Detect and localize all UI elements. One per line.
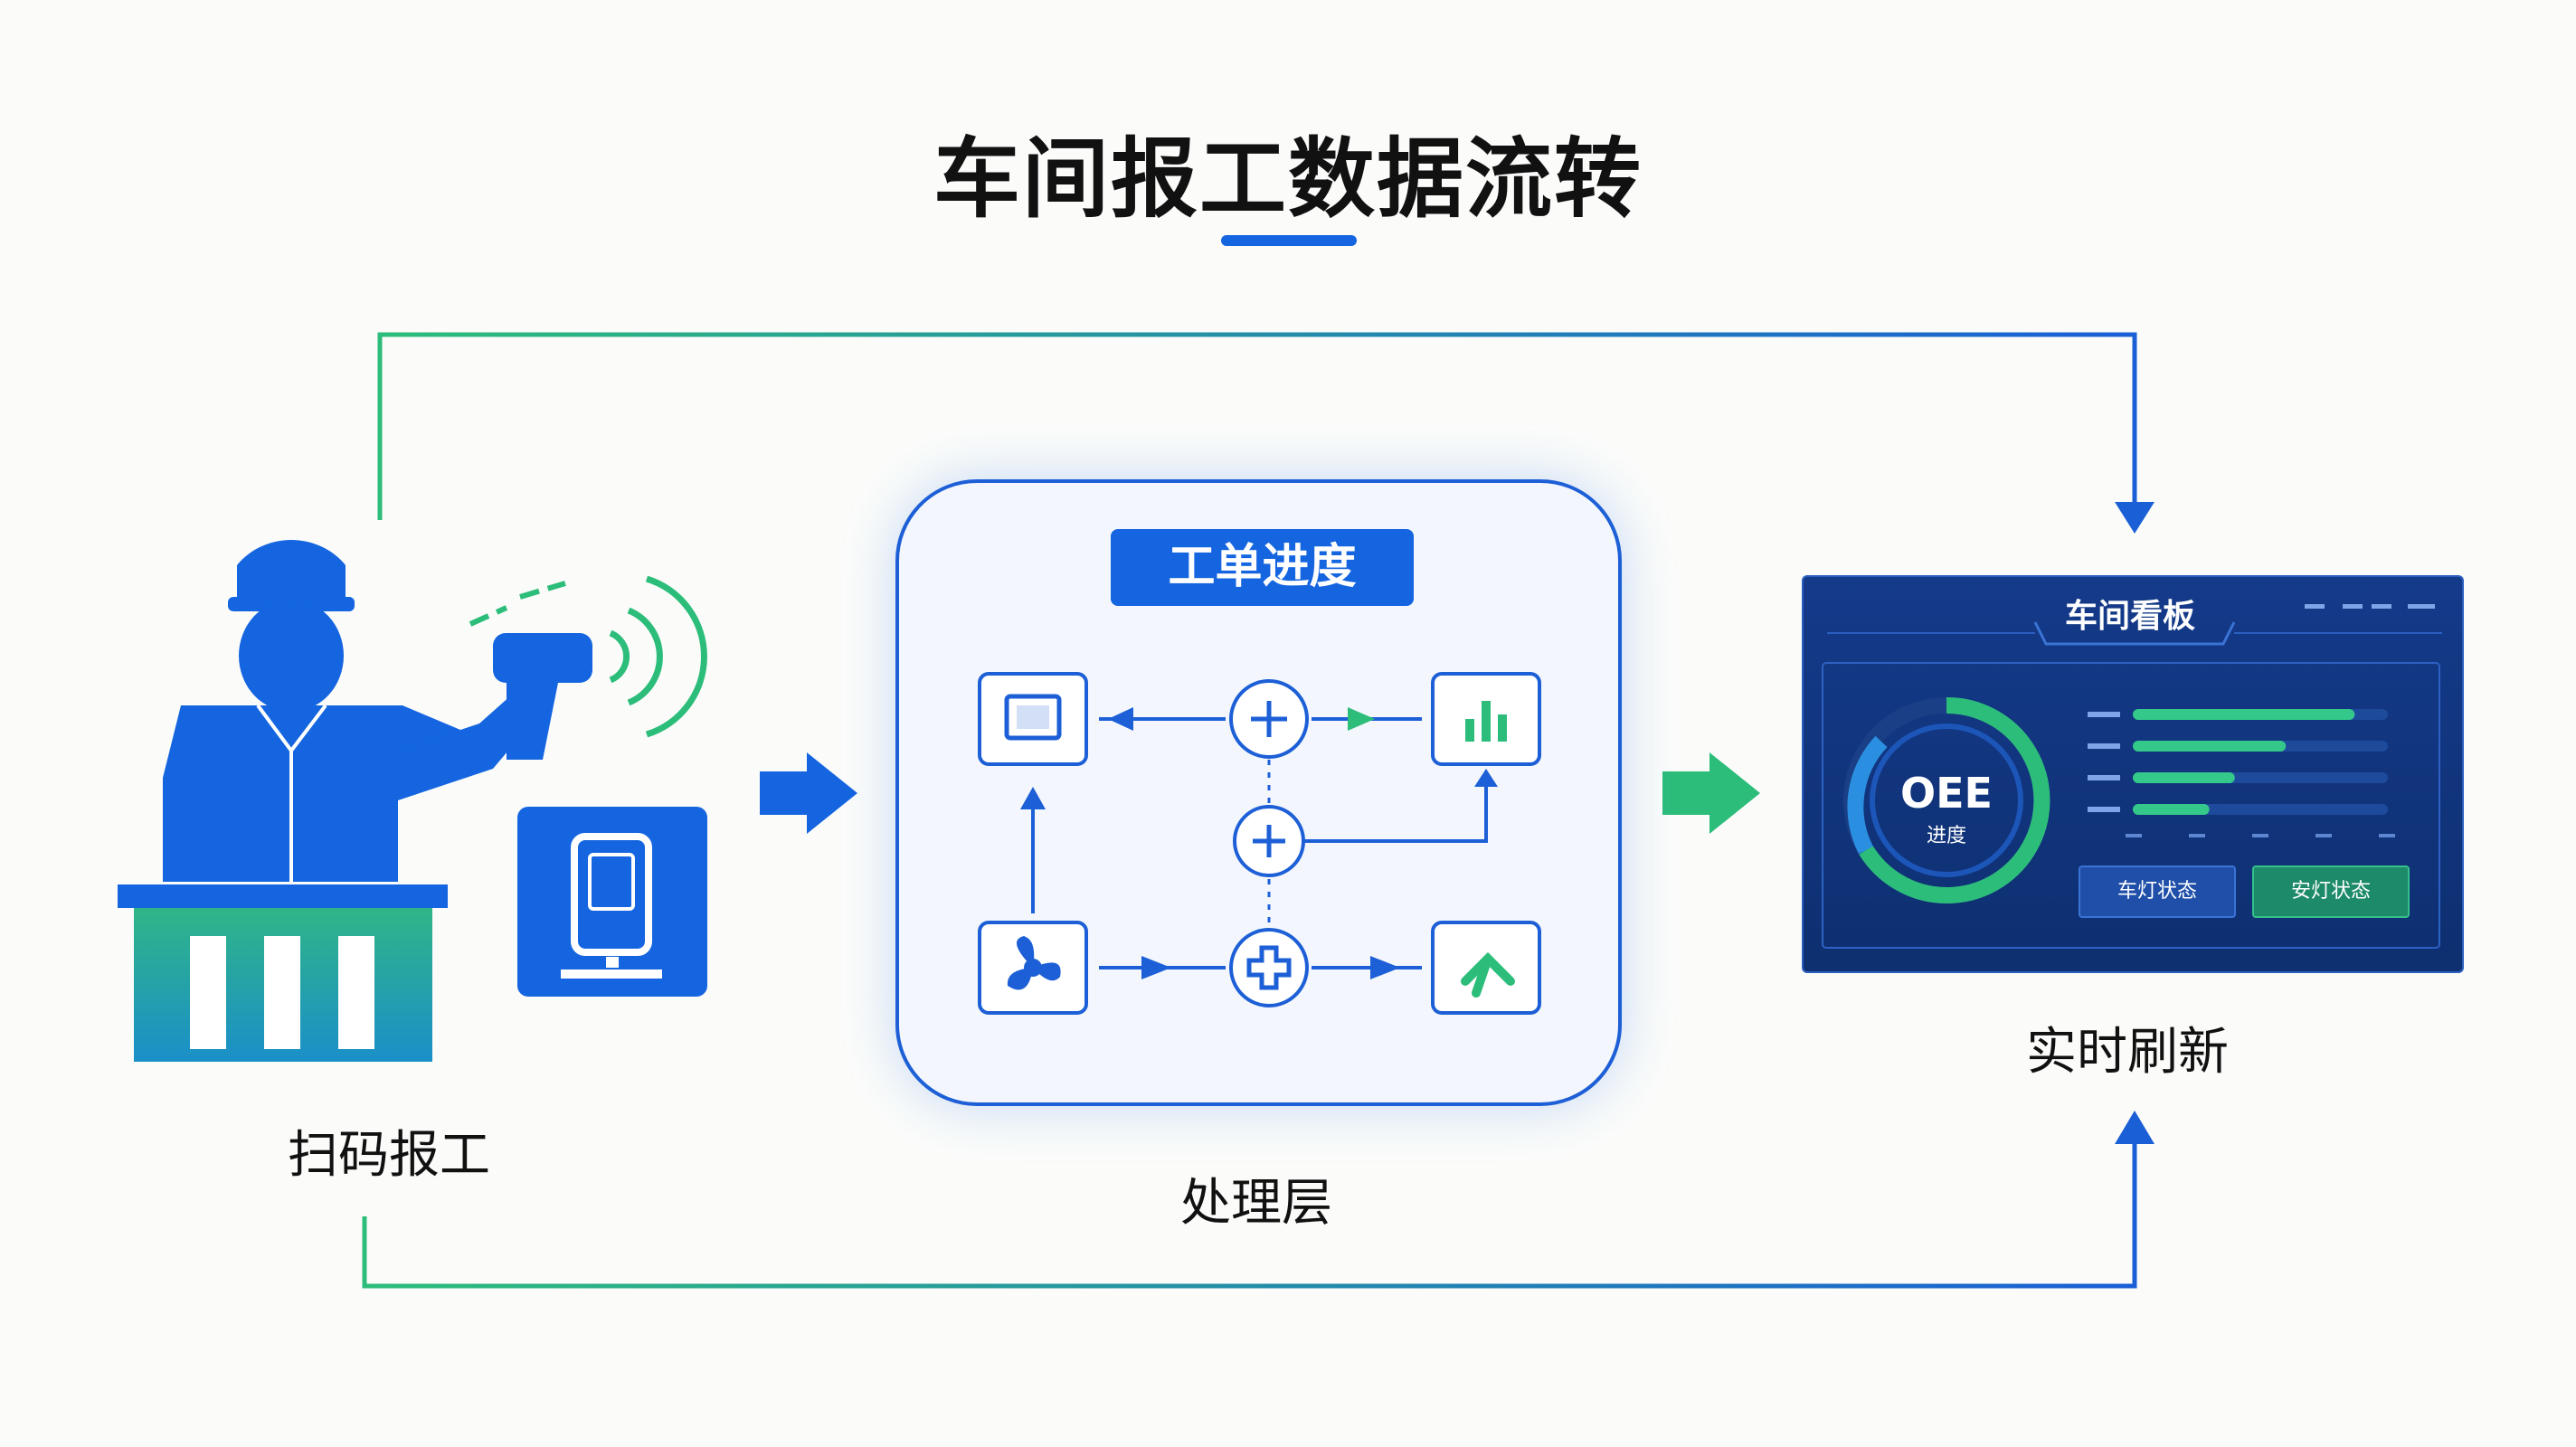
- flow-arrow-process-to-board: [1662, 752, 1760, 834]
- progress-bar-caption-mark: [2088, 712, 2120, 717]
- plus-node-top-icon: [1229, 679, 1309, 759]
- processing-layer-label: 处理层: [1180, 1174, 1332, 1233]
- progress-bar-fill: [2133, 741, 2287, 752]
- andon-status-button[interactable]: 安灯状态: [2252, 865, 2410, 918]
- connector-bottom-left-head: [1141, 956, 1171, 979]
- progress-axis-tick: [2316, 834, 2332, 837]
- car-light-status-button[interactable]: 车灯状态: [2079, 865, 2236, 918]
- work-order-progress-title: 工单进度: [1111, 529, 1414, 606]
- fan-box-icon: [978, 921, 1088, 1015]
- barcode-scanner-icon: [469, 575, 707, 760]
- dashboard-title: 车间看板: [2064, 598, 2195, 635]
- bar-chart-box-icon: [1431, 672, 1541, 766]
- progress-axis-tick: [2252, 834, 2268, 837]
- bottom-arrow-head: [2115, 1111, 2155, 1144]
- oee-gauge-main-text: OEE: [1900, 769, 1993, 818]
- connector-top-left-head: [1108, 707, 1133, 731]
- dashboard-header-notch: [2033, 621, 2236, 646]
- scan-label: 扫码报工: [288, 1126, 490, 1185]
- plus-node-middle-icon: [1233, 805, 1305, 877]
- arrow-up-box-icon: [1431, 921, 1541, 1015]
- mobile-terminal-icon: [517, 807, 707, 997]
- progress-bar-caption-mark: [2088, 807, 2120, 812]
- connector-top-right-head: [1348, 707, 1375, 731]
- progress-bar-caption-mark: [2088, 743, 2120, 749]
- progress-bar-fill: [2133, 804, 2210, 815]
- top-arrow-head: [2115, 502, 2155, 534]
- connector-middle-to-chart-head: [1474, 769, 1498, 787]
- oee-gauge-icon: [1843, 696, 2050, 903]
- progress-axis-tick: [2126, 834, 2142, 837]
- progress-bars: [2088, 709, 2395, 837]
- oee-gauge-sub-text: 进度: [1926, 825, 1966, 847]
- worker-icon: [163, 540, 543, 882]
- dashboard-inner-panel: [1822, 662, 2440, 949]
- flow-arrow-scan-to-process: [760, 752, 857, 834]
- cross-node-bottom-icon: [1229, 928, 1309, 1007]
- connector-fan-up-head: [1020, 787, 1046, 809]
- top-feedback-line: [377, 332, 2137, 520]
- diagram-title: 车间报工数据流转: [933, 128, 1643, 230]
- realtime-refresh-label: 实时刷新: [2026, 1023, 2229, 1082]
- connector-bottom-right-head: [1370, 956, 1400, 979]
- title-underline: [1221, 235, 1357, 246]
- bottom-feedback-line: [362, 1144, 2137, 1289]
- connector-middle-to-chart: [1304, 778, 1488, 843]
- progress-bar-caption-mark: [2088, 775, 2120, 780]
- progress-axis-tick: [2189, 834, 2205, 837]
- progress-axis-tick: [2379, 834, 2395, 837]
- progress-bar-fill: [2133, 772, 2235, 783]
- workbench-icon: [118, 884, 448, 1062]
- monitor-box-icon: [978, 672, 1088, 766]
- progress-bar-fill: [2133, 709, 2355, 720]
- dashboard-window-controls-icon: [2305, 604, 2435, 609]
